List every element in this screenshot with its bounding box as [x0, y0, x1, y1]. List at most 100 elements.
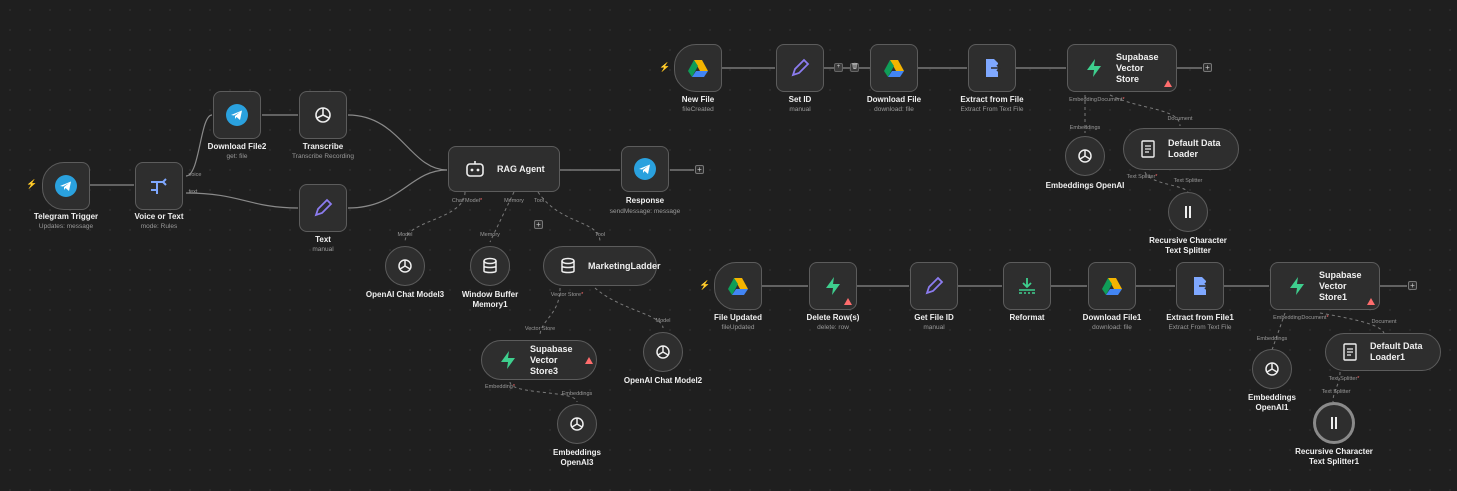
node-subtitle: manual [789, 106, 811, 113]
node-response[interactable] [621, 146, 669, 192]
node-extract-from-file1[interactable] [1176, 262, 1224, 310]
node-extract-from-file[interactable] [968, 44, 1016, 92]
port-document: Document* [1097, 97, 1125, 103]
node-telegram-trigger[interactable] [42, 162, 90, 210]
node-download-file[interactable] [870, 44, 918, 92]
telegram-icon [54, 174, 78, 198]
warning-icon [1164, 80, 1172, 87]
port-embeddings: Embeddings [561, 391, 593, 397]
node-title: Download File [866, 95, 922, 104]
edge-switch-text [185, 192, 299, 209]
edge-agent-marketing [537, 191, 601, 243]
pencil-icon [788, 56, 812, 80]
openai-icon [1260, 357, 1284, 381]
openai-icon [565, 412, 589, 436]
node-text[interactable] [299, 184, 347, 232]
node-title: Delete Row(s) [806, 313, 860, 322]
node-subtitle: manual [312, 246, 334, 253]
splitter-icon [1322, 411, 1346, 435]
add-node-button[interactable]: + [695, 165, 704, 174]
node-subtitle: mode: Rules [140, 223, 178, 230]
port-text-splitter: Text Splitter [1321, 389, 1351, 395]
node-file-updated[interactable] [714, 262, 762, 310]
add-node-button[interactable]: + [834, 63, 843, 72]
port-embedding: Embedding [1069, 97, 1097, 103]
gdrive-icon [1100, 274, 1124, 298]
trigger-bolt-icon: ⚡ [26, 179, 38, 189]
pencil-icon [311, 196, 335, 220]
node-embeddings-openai3[interactable] [557, 404, 597, 444]
node-openai-chat-model2[interactable] [643, 332, 683, 372]
node-rag-agent[interactable]: RAG Agent [448, 146, 560, 192]
node-title: Reformat [1009, 313, 1045, 322]
node-transcribe[interactable] [299, 91, 347, 139]
node-subtitle: manual [923, 324, 945, 331]
add-node-button[interactable]: + [1408, 281, 1417, 290]
openai-icon [651, 340, 675, 364]
extract-icon [1188, 274, 1212, 298]
port-document: Document [1167, 116, 1193, 122]
port-chat-model: Chat Model* [451, 198, 483, 204]
node-voice-or-text[interactable] [135, 162, 183, 210]
node-recursive-character-text-splitter1[interactable] [1313, 402, 1355, 444]
warning-icon [1367, 298, 1375, 305]
port-tool: Tool [533, 198, 545, 204]
edge-store-loader [1109, 94, 1181, 127]
port-embedding: Embedding [1273, 315, 1301, 321]
port-model: Model [655, 318, 671, 324]
node-window-buffer-memory1[interactable] [470, 246, 510, 286]
node-title: Transcribe [302, 142, 344, 151]
node-marketing-ladder[interactable]: MarketingLadder [543, 246, 661, 286]
port-voice: voice [188, 172, 202, 178]
port-embeddings: Embeddings [1069, 125, 1101, 131]
supabase-icon [496, 348, 520, 372]
node-subtitle: Extract From Text File [960, 106, 1024, 113]
node-download-file2[interactable] [213, 91, 261, 139]
port-text-splitter: Text Splitter* [1126, 174, 1158, 180]
node-default-data-loader[interactable]: Default Data Loader [1123, 128, 1239, 170]
telegram-icon [633, 157, 657, 181]
node-reformat[interactable] [1003, 262, 1051, 310]
node-title: Download File1 [1082, 313, 1142, 322]
node-download-file1[interactable] [1088, 262, 1136, 310]
port-embeddings: Embeddings [1256, 336, 1288, 342]
node-title: Download File2 [207, 142, 267, 151]
node-title: OpenAI Chat Model2 [623, 376, 703, 385]
splitter-icon [1176, 200, 1200, 224]
database-icon [556, 254, 580, 278]
node-set-id[interactable] [776, 44, 824, 92]
warning-icon [585, 357, 593, 364]
node-embeddings-openai[interactable] [1065, 136, 1105, 176]
reformat-icon [1015, 274, 1039, 298]
port-vector-store: Vector Store [524, 326, 556, 332]
loader-icon [1136, 137, 1160, 161]
edge-loader1-splitter1 [1332, 371, 1341, 403]
node-subtitle: delete: row [817, 324, 849, 331]
node-recursive-character-text-splitter[interactable] [1168, 192, 1208, 232]
database-icon [478, 254, 502, 278]
gdrive-icon [726, 274, 750, 298]
add-tool-button[interactable]: + [534, 220, 543, 229]
node-openai-chat-model3[interactable] [385, 246, 425, 286]
node-embeddings-openai1[interactable] [1252, 349, 1292, 389]
node-title: Set ID [788, 95, 812, 104]
edge-switch-download2 [185, 114, 213, 177]
add-node-button[interactable]: + [1203, 63, 1212, 72]
node-get-file-id[interactable] [910, 262, 958, 310]
openai-icon [1073, 144, 1097, 168]
node-title: Default Data Loader [1168, 138, 1221, 159]
node-title: Get File ID [914, 313, 954, 322]
node-new-file[interactable] [674, 44, 722, 92]
delete-connection-button[interactable]: 🗑 [850, 63, 859, 72]
port-text: text [188, 189, 198, 195]
